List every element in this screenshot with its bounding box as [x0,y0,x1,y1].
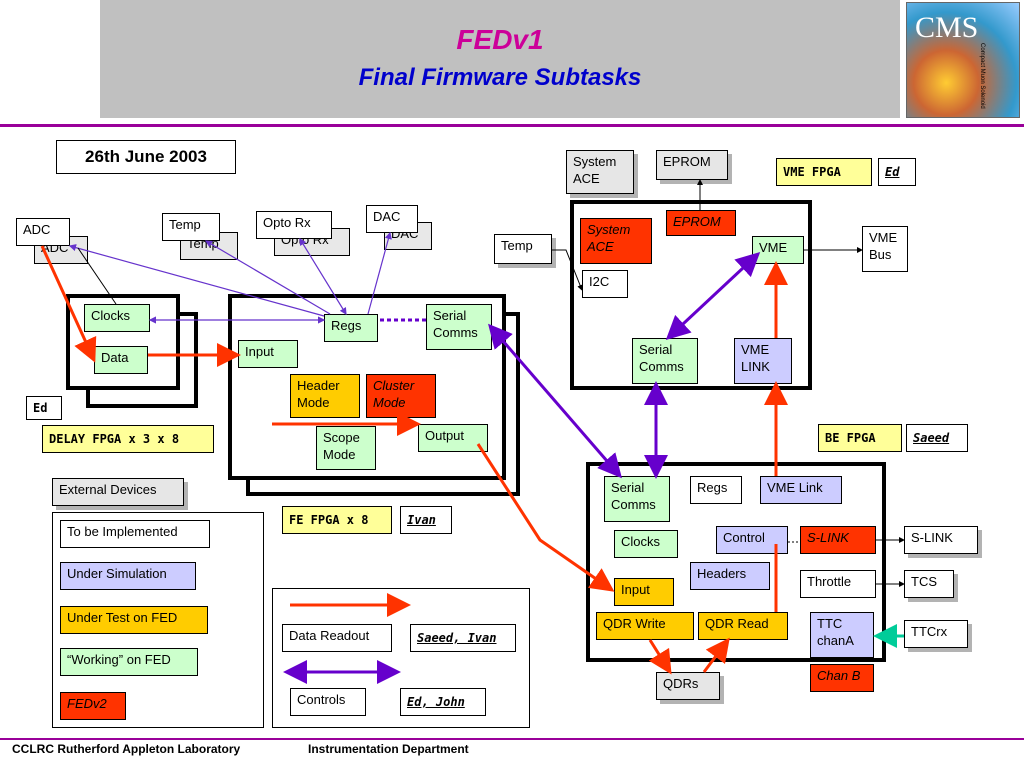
arrow-fe-serial-be-serial [488,323,622,479]
header-band [100,0,900,118]
chanb-block: Chan B [810,664,874,692]
i2c-box: I2C [582,270,628,298]
thin-adc-regs [68,244,325,317]
legend-under-simulation: Under Simulation [60,562,196,590]
be-fpga-label: BE FPGA [818,424,902,452]
delay-fpga-label: DELAY FPGA x 3 x 8 [42,425,214,453]
date-box: 26th June 2003 [56,140,236,174]
data-block: Data [94,346,148,374]
arrow-adc-data [40,245,97,363]
arrow-output-be-input [476,443,615,592]
header-mode-block: Header Mode [290,374,360,418]
tcs-external: TCS [904,570,954,598]
dac-box: DAC [366,205,418,233]
footer-right: Instrumentation Department [308,742,469,756]
be-vme-link-block: VME Link [760,476,842,504]
footer-left: CCLRC Rutherford Appleton Laboratory [12,742,241,756]
scope-mode-block: Scope Mode [316,426,376,470]
delay-owner: Ed [26,396,62,420]
page-subtitle: Final Firmware Subtasks [358,64,642,91]
legend-working: “Working” on FED [60,648,198,676]
vme-fpga-owner: Ed [878,158,916,186]
temp-box: Temp [162,213,220,241]
legend-arrows-frame [272,588,530,728]
page-title: FEDv1 [456,24,544,55]
opto-box: Opto Rx [256,211,332,239]
ttcrx-external: TTCrx [904,620,968,648]
vme-temp-box: Temp [494,234,552,264]
be-serial-comms-block: Serial Comms [604,476,670,522]
regs-block: Regs [324,314,378,342]
external-devices-label: External Devices [52,478,184,506]
vme-fpga-label: VME FPGA [776,158,872,186]
cluster-mode-block: Cluster Mode [366,374,436,418]
be-input-block: Input [614,578,674,606]
qdrs-box: QDRs [656,672,720,700]
clocks-block: Clocks [84,304,150,332]
be-slink-block: S-LINK [800,526,876,554]
arrow-vme-serial [665,251,761,341]
system-ace-external: System ACE [566,150,634,194]
legend-controls-owner: Ed, John [400,688,486,716]
fe-fpga-label: FE FPGA x 8 [282,506,392,534]
slink-external: S-LINK [904,526,978,554]
header-rule [0,124,1024,127]
be-fpga-owner: Saeed [906,424,968,452]
adc-box: ADC [16,218,70,246]
thin-opto-regs [299,237,347,316]
be-headers-block: Headers [690,562,770,590]
cms-logo-text: CMS [915,11,979,44]
link-adc-clocks [77,247,117,305]
input-block: Input [238,340,298,368]
legend-data-owner: Saeed, Ivan [410,624,516,652]
arrow-qdrs-qdrread [702,637,730,673]
legend-controls: Controls [290,688,366,716]
vme-link-block: VME LINK [734,338,792,384]
be-throttle-box: Throttle [800,570,876,598]
legend-fedv2: FEDv2 [60,692,126,720]
legend-status-frame [52,512,264,728]
legend-to-be-implemented: To be Implemented [60,520,210,548]
eprom-block: EPROM [666,210,736,236]
serial-comms-block: Serial Comms [426,304,492,350]
footer-rule [0,738,1024,740]
be-clocks-block: Clocks [614,530,678,558]
vme-serial-comms-block: Serial Comms [632,338,698,384]
arrow-qdrwrite-qdrs [648,639,672,675]
system-ace-block: System ACE [580,218,652,264]
be-regs-box: Regs [690,476,742,504]
thin-dac-regs [367,231,392,315]
ttc-chana-block: TTC chanA [810,612,874,658]
eprom-external: EPROM [656,150,728,180]
legend-under-test: Under Test on FED [60,606,208,634]
link-temp-i2c [552,249,583,291]
qdr-read-block: QDR Read [698,612,788,640]
cms-logo: CMS Compact Muon Solenoid [906,2,1020,118]
legend-data-readout: Data Readout [282,624,392,652]
qdr-write-block: QDR Write [596,612,694,640]
fe-fpga-owner: Ivan [400,506,452,534]
vme-block: VME [752,236,804,264]
output-block: Output [418,424,488,452]
thin-temp-regs [204,240,331,315]
